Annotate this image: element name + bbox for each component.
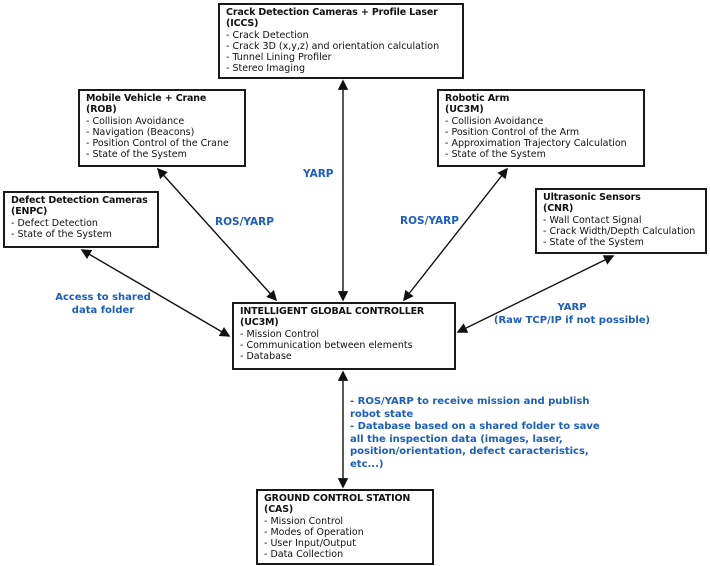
box-item: - Stereo Imaging [226,63,306,75]
box-item: - Communication between elements [240,339,413,351]
box-item: - Position Control of the Arm [445,126,580,138]
box-code: (ROB) [86,104,117,116]
box-item: - State of the System [86,149,187,161]
edge-note-line: - ROS/YARP to receive mission and publis… [350,396,590,407]
arrow-arm-controller [403,167,508,302]
box-item: - Database [240,351,292,363]
edge-note-line: robot state [350,408,414,420]
box-mobile-vehicle-crane: Mobile Vehicle + Crane (ROB) - Collision… [78,89,246,167]
arrow-cnr-controller [456,255,615,333]
box-title: Crack Detection Cameras + Profile Laser [226,7,438,18]
edge-label-ros-yarp-right: ROS/YARP [400,215,459,227]
box-item: - State of the System [445,149,546,161]
arrow-rob-controller [156,167,278,302]
box-item: - Crack Detection [226,29,309,41]
box-item: - Position Control of the Crane [86,138,229,150]
box-item: - Defect Detection [11,217,98,229]
edge-label-shared-folder: Access to shared data folder [53,291,153,317]
box-item: - Crack Width/Depth Calculation [543,225,696,237]
edge-note-line: - Database based on a shared folder to s… [350,421,600,433]
edge-label-line: YARP [557,302,587,313]
box-item: - User Input/Output [264,538,356,550]
box-item: - Collision Avoidance [86,115,185,127]
box-robotic-arm: Robotic Arm (UC3M) - Collision Avoidance… [437,89,645,167]
box-item: - State of the System [11,228,112,240]
edge-label-yarp-tcpip: YARP (Raw TCP/IP if not possible) [490,301,654,327]
box-code: (UC3M) [445,104,484,116]
box-title: INTELLIGENT GLOBAL CONTROLLER [240,306,425,317]
box-title: Robotic Arm [445,93,510,104]
box-defect-detection-cameras: Defect Detection Cameras (ENPC) - Defect… [3,191,159,248]
box-code: (CNR) [543,203,574,215]
box-item: - Wall Contact Signal [543,214,642,226]
box-item: - Tunnel Lining Profiler [226,52,332,64]
box-code: (ENPC) [11,206,48,218]
box-item: - Mission Control [264,515,344,527]
edge-label-line: (Raw TCP/IP if not possible) [493,315,651,326]
box-item: - Data Collection [264,549,344,561]
box-code: (CAS) [264,504,294,516]
edge-label-line: Access to shared [55,292,151,303]
edge-note-line: all the inspection data (images, laser, [350,433,563,445]
edge-label-line: data folder [71,305,135,316]
box-item: - Approximation Trajectory Calculation [445,138,627,150]
box-item: - Navigation (Beacons) [86,126,195,138]
box-title: Mobile Vehicle + Crane [86,93,207,104]
box-item: - Mission Control [240,328,320,340]
box-item: - State of the System [543,237,644,249]
box-crack-detection-cameras: Crack Detection Cameras + Profile Laser … [218,3,464,79]
box-intelligent-global-controller: INTELLIGENT GLOBAL CONTROLLER (UC3M) - M… [232,302,456,370]
box-code: (ICCS) [226,18,259,30]
box-item: - Crack 3D (x,y,z) and orientation calcu… [226,40,440,52]
edge-label-ros-yarp-left: ROS/YARP [215,216,274,228]
box-item: - Collision Avoidance [445,115,544,127]
edge-note-gcs-link: - ROS/YARP to receive mission and publis… [350,396,600,472]
box-title: Ultrasonic Sensors [543,192,641,203]
arrow-enpc-controller [80,249,231,337]
edge-label-yarp-top: YARP [303,168,334,180]
box-ground-control-station: GROUND CONTROL STATION (CAS) - Mission C… [256,489,434,565]
box-title: Defect Detection Cameras [11,195,148,206]
box-ultrasonic-sensors: Ultrasonic Sensors (CNR) - Wall Contact … [535,188,707,254]
box-item: - Modes of Operation [264,526,364,538]
edge-note-line: position/orientation, defect caracterist… [350,446,589,458]
box-code: (UC3M) [240,317,279,329]
box-title: GROUND CONTROL STATION [264,493,411,504]
edge-note-line: etc...) [350,458,384,470]
